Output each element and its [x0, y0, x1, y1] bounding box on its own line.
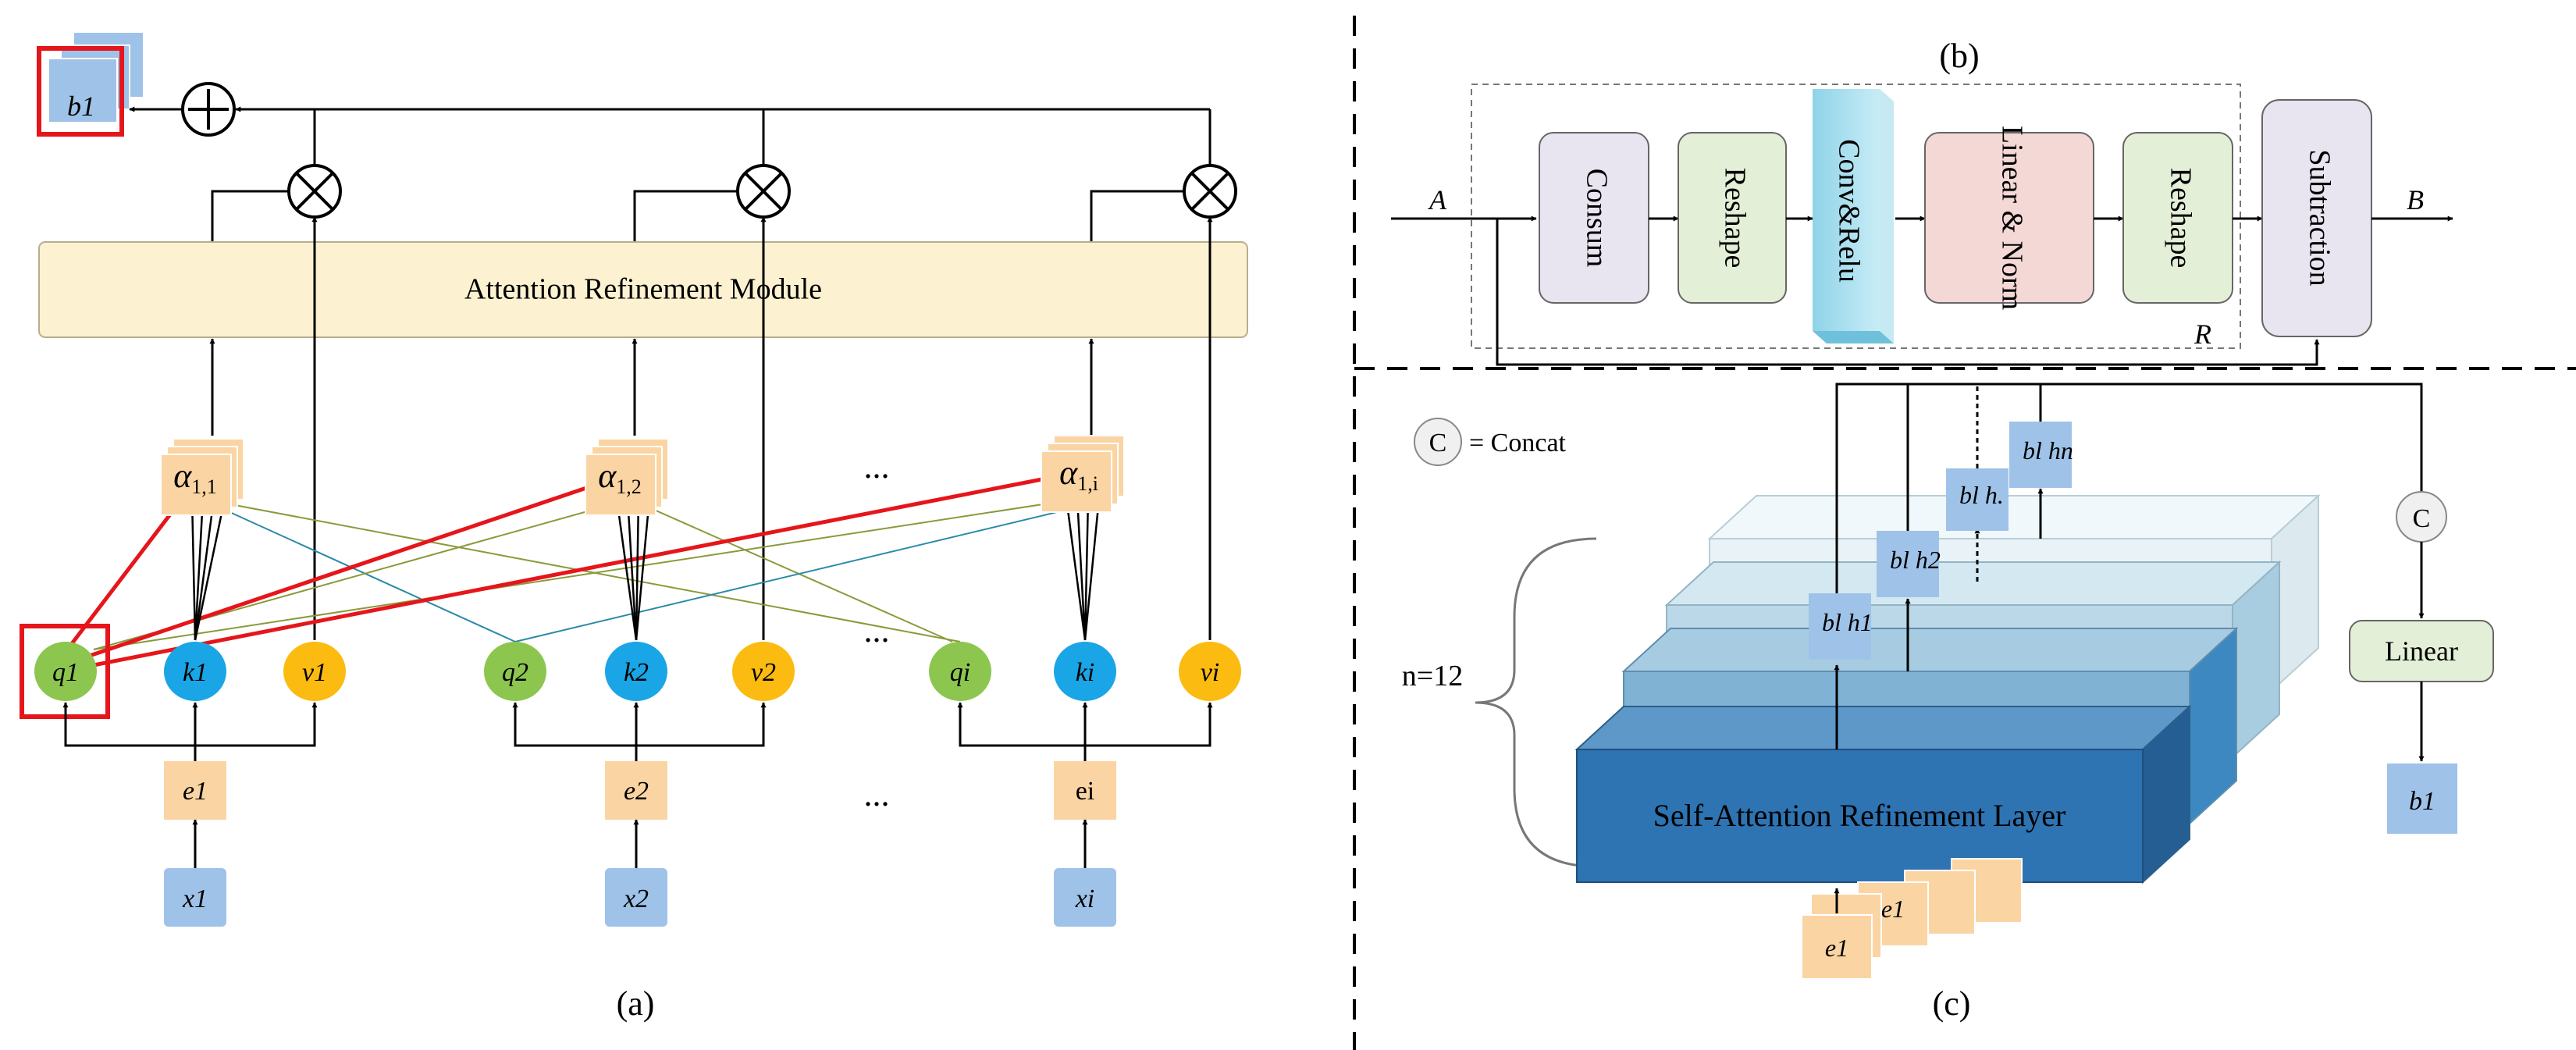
token-group-i: qi ki vi ei xi	[929, 642, 1241, 927]
embedding-node	[164, 761, 226, 820]
query-node	[484, 642, 546, 701]
residual-label: R	[2194, 319, 2211, 350]
output-b1-node	[2387, 763, 2457, 834]
cross-attention-lines	[93, 499, 1094, 650]
output-b1-label: b1	[67, 91, 95, 122]
attention-refinement-module	[38, 241, 1248, 338]
multiply-icon	[1183, 164, 1237, 219]
key-node	[164, 642, 226, 701]
multiply-icon	[287, 164, 342, 219]
svg-text:ei: ei	[1076, 777, 1095, 806]
ellipsis: ...	[864, 775, 890, 813]
svg-text:v2: v2	[751, 658, 776, 687]
svg-text:C: C	[1429, 429, 1447, 457]
query-node	[929, 642, 991, 701]
ellipsis: ...	[864, 611, 890, 650]
conv-relu-block: Conv&Relu	[1813, 89, 1894, 343]
concat-legend-icon	[1414, 418, 1462, 466]
value-node	[1179, 642, 1241, 701]
embedding-node	[605, 761, 667, 820]
input-embedding-stack: e1 e1 e1	[1801, 858, 2023, 980]
svg-text:vi: vi	[1201, 658, 1220, 687]
svg-text:bl h.: bl h.	[1959, 481, 2004, 509]
svg-text:e2: e2	[624, 777, 649, 806]
hidden-state-hn: bl hn	[2009, 422, 2073, 488]
svg-text:x2: x2	[623, 884, 649, 913]
token-group-2: q2 k2 v2 e2 x2	[484, 642, 795, 927]
input-node	[1054, 868, 1116, 927]
input-node	[164, 868, 226, 927]
self-attention-refinement-layer	[1576, 749, 2144, 883]
svg-text:xi: xi	[1075, 884, 1095, 913]
svg-text:α1,2: α1,2	[598, 457, 642, 498]
concat-legend-text: = Concat	[1469, 429, 1567, 457]
panel-b-dashed-frame	[1471, 84, 2241, 349]
hidden-state-h1: bl h1	[1809, 593, 1873, 660]
alpha-stack-1: α1,1	[160, 438, 244, 516]
output-label-b: B	[2407, 184, 2424, 215]
svg-text:k1: k1	[183, 658, 208, 687]
svg-text:Conv&Relu: Conv&Relu	[1832, 139, 1865, 283]
svg-text:ki: ki	[1076, 658, 1095, 687]
module-label: Attention Refinement Module	[464, 273, 822, 306]
svg-text:qi: qi	[950, 658, 970, 687]
multiply-icon	[736, 164, 791, 219]
svg-text:Linear: Linear	[2385, 635, 2458, 667]
repeat-brace	[1475, 537, 1597, 868]
panel-b: (b) A R Consum Reshape Conv&Relu Linear …	[1391, 37, 2453, 366]
alpha-stack-2: α1,2	[585, 438, 669, 516]
svg-text:q1: q1	[52, 658, 79, 687]
svg-text:b1: b1	[2409, 787, 2435, 816]
token-group-1: q1 k1 v1 e1 x1	[34, 642, 346, 927]
svg-text:e1: e1	[1825, 934, 1848, 962]
svg-text:α1,1: α1,1	[173, 457, 217, 498]
layer-stack: Self-Attention Refinement Layer	[1574, 493, 2321, 884]
svg-text:C: C	[2413, 504, 2431, 533]
key-alpha-lines	[190, 497, 1101, 641]
svg-text:bl h2: bl h2	[1890, 546, 1941, 574]
key-node	[1054, 642, 1116, 701]
key-node	[605, 642, 667, 701]
svg-text:Reshape: Reshape	[2164, 168, 2197, 269]
panel-a: b1 Attention R	[20, 33, 1248, 1023]
panel-c-caption: (c)	[1933, 984, 1971, 1023]
svg-text:x1: x1	[182, 884, 208, 913]
value-node	[283, 642, 346, 701]
panel-a-output-stack: b1	[37, 33, 143, 137]
repeat-label: n=12	[1402, 660, 1463, 692]
svg-text:e1: e1	[183, 777, 208, 806]
input-label-a: A	[1428, 184, 1447, 215]
embedding-node	[1054, 761, 1116, 820]
svg-text:q2: q2	[502, 658, 528, 687]
svg-text:v1: v1	[302, 658, 327, 687]
svg-text:α1,i: α1,i	[1059, 454, 1098, 495]
svg-text:k2: k2	[624, 658, 649, 687]
svg-text:Linear & Norm: Linear & Norm	[1995, 126, 2028, 310]
panel-a-caption: (a)	[617, 984, 655, 1023]
ellipsis: ...	[864, 447, 890, 486]
panel-c: C = Concat n=12 Self-Attention Refinemen…	[1402, 383, 2494, 1023]
svg-text:Self-Attention Refinement Laye: Self-Attention Refinement Layer	[1653, 798, 2066, 833]
svg-text:bl h1: bl h1	[1822, 608, 1873, 636]
hidden-state-h2: bl h2	[1877, 531, 1941, 597]
hidden-state-h-dot: bl h.	[1946, 468, 2008, 531]
alpha-stack-i: α1,i	[1041, 435, 1125, 513]
panel-b-caption: (b)	[1939, 37, 1979, 75]
svg-text:Subtraction: Subtraction	[2303, 149, 2336, 286]
input-node	[605, 868, 667, 927]
value-node	[732, 642, 795, 701]
output-highlight-box	[37, 46, 124, 137]
svg-text:Consum: Consum	[1580, 169, 1613, 268]
query-node	[34, 642, 97, 701]
svg-text:e1: e1	[1881, 895, 1905, 923]
svg-text:bl hn: bl hn	[2023, 436, 2073, 464]
svg-text:Reshape: Reshape	[1718, 168, 1751, 269]
